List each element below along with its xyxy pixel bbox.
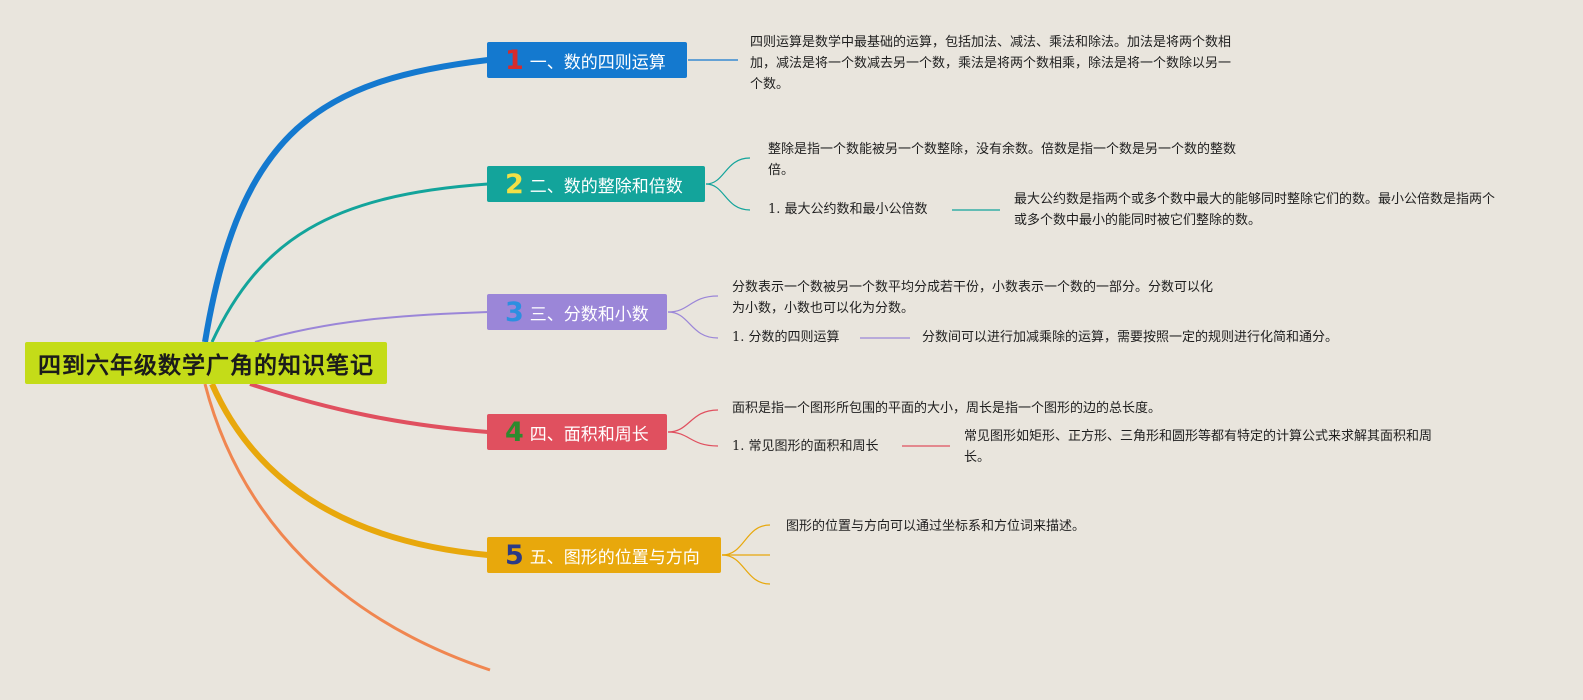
connector-root-branch-3	[254, 311, 489, 343]
branch-5-number: 5	[505, 539, 524, 571]
connector-root-branch-1	[202, 57, 489, 343]
branch-4-subtopic-1-note[interactable]: 常见图形如矩形、正方形、三角形和圆形等都有特定的计算公式来求解其面积和周长。	[964, 429, 1433, 465]
connector-b4-note	[667, 409, 719, 433]
branch-3-note[interactable]: 分数表示一个数被另一个数平均分成若干份，小数表示一个数的一部分。分数可以化为小数…	[732, 280, 1214, 316]
connector-b2-note	[705, 157, 751, 185]
branch-4-number: 4	[505, 416, 524, 448]
branch-2-number: 2	[505, 168, 524, 200]
branch-3[interactable]: 3 三、分数和小数	[487, 294, 667, 330]
branch-2-subtopic-1[interactable]: 1. 最大公约数和最小公倍数	[768, 202, 928, 217]
branch-5-note[interactable]: 图形的位置与方向可以通过坐标系和方位词来描述。	[786, 519, 1086, 534]
branch-4[interactable]: 4 四、面积和周长	[487, 414, 667, 450]
branch-3-title: 三、分数和小数	[529, 304, 649, 325]
branch-4-note[interactable]: 面积是指一个图形所包围的平面的大小，周长是指一个图形的边的总长度。	[732, 401, 1162, 416]
connector-root-branch-5	[209, 382, 489, 558]
branch-3-subtopic-1[interactable]: 1. 分数的四则运算	[732, 330, 840, 345]
branch-3-number: 3	[505, 296, 524, 328]
connector-root-branch-4	[249, 382, 489, 434]
root-topic[interactable]: 四到六年级数学广角的知识笔记	[25, 342, 387, 384]
connector-b3-note	[667, 295, 719, 313]
branch-4-subtopic-1[interactable]: 1. 常见图形的面积和周长	[732, 439, 879, 454]
connector-b3-sub	[667, 311, 719, 339]
branch-5[interactable]: 5 五、图形的位置与方向	[487, 537, 721, 573]
branch-4-title: 四、面积和周长	[529, 424, 649, 445]
branch-2-title: 二、数的整除和倍数	[529, 176, 683, 197]
connector-b2-sub	[705, 183, 751, 211]
branch-2[interactable]: 2 二、数的整除和倍数	[487, 166, 705, 202]
branch-3-subtopic-1-note[interactable]: 分数间可以进行加减乘除的运算，需要按照一定的规则进行化简和通分。	[922, 330, 1339, 345]
connector-b5-c	[721, 554, 771, 585]
connector-root-extra	[203, 383, 491, 672]
branch-1-note[interactable]: 四则运算是数学中最基础的运算，包括加法、减法、乘法和除法。加法是将两个数相加，减…	[750, 35, 1232, 92]
branch-2-note[interactable]: 整除是指一个数能被另一个数整除，没有余数。倍数是指一个数是另一个数的整数倍。	[768, 142, 1237, 178]
connector-b5-a	[721, 524, 771, 556]
branch-1-number: 1	[505, 44, 524, 76]
connector-b4-sub	[667, 431, 719, 447]
connector-root-branch-2	[210, 182, 489, 343]
branch-1-title: 一、数的四则运算	[529, 52, 666, 73]
branch-5-title: 五、图形的位置与方向	[529, 547, 700, 568]
branch-2-subtopic-1-note[interactable]: 最大公约数是指两个或多个数中最大的能够同时整除它们的数。最小公倍数是指两个或多个…	[1014, 192, 1496, 228]
branch-1[interactable]: 1 一、数的四则运算	[487, 42, 687, 78]
